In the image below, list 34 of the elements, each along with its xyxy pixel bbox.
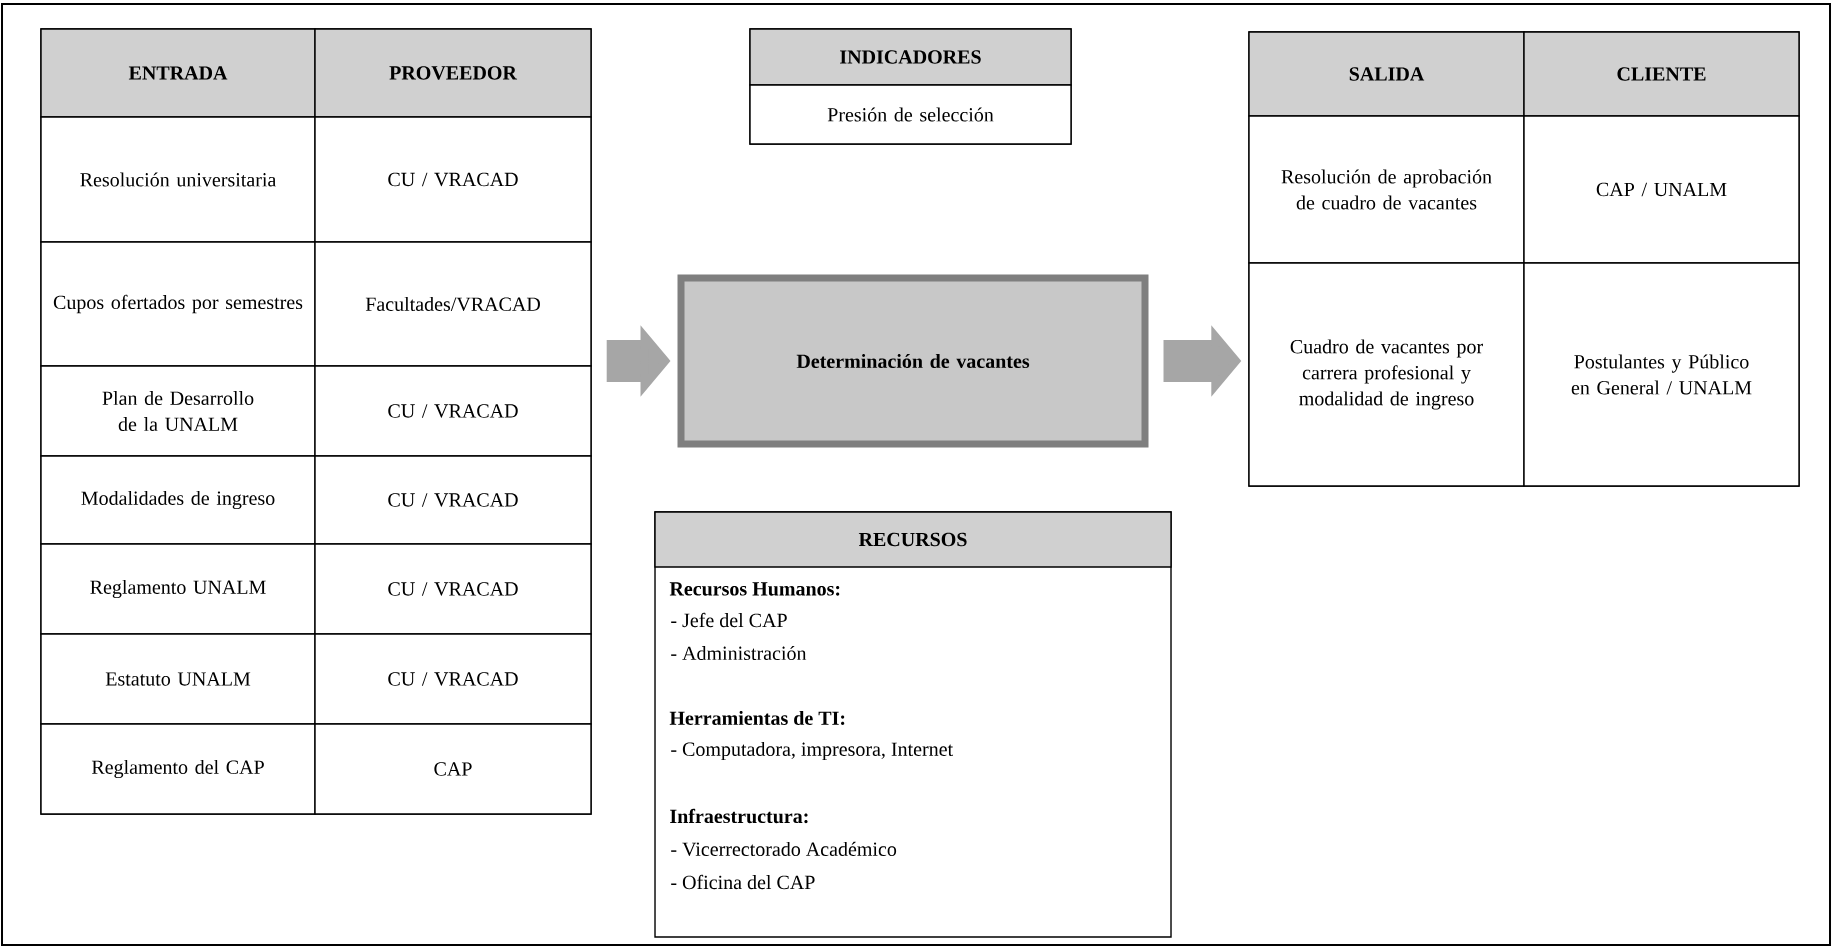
table-header-cell: CLIENTE <box>1523 31 1800 117</box>
list-item: - Administración <box>671 645 807 661</box>
list-item: - Jefe del CAP <box>671 612 787 628</box>
table-cell: Cupos ofertados por semestres <box>40 241 316 367</box>
table-header-cell: ENTRADA <box>40 28 316 118</box>
section-heading: Infraestructura: <box>670 808 808 824</box>
list-item: - Computadora, impresora, Internet <box>671 741 953 761</box>
table-cell: Resolución universitaria <box>40 116 316 243</box>
table-cell: CU / VRACAD <box>314 543 592 635</box>
table-cell: Estatuto UNALM <box>40 633 316 725</box>
table-cell: Plan de Desarrollo de la UNALM <box>40 365 316 457</box>
table-cell: Modalidades de ingreso <box>40 455 316 545</box>
table-cell: Postulantes y Público en General / UNALM <box>1523 262 1800 487</box>
table-cell: Reglamento del CAP <box>40 723 316 815</box>
table-header-cell: PROVEEDOR <box>314 28 592 118</box>
table-cell: CU / VRACAD <box>314 116 592 243</box>
table-cell: Presión de selección <box>749 84 1072 145</box>
table-cell: Facultades/VRACAD <box>314 241 592 367</box>
table-cell: CAP / UNALM <box>1523 115 1800 264</box>
table-cell: Resolución de aprobación de cuadro de vacantes <box>1248 115 1525 264</box>
section-heading: Recursos Humanos: <box>669 582 840 596</box>
list-item: - Vicerrectorado Académico <box>671 841 897 857</box>
table-cell: CU / VRACAD <box>314 455 592 545</box>
table-cell: CAP <box>314 723 592 815</box>
table-cell: CU / VRACAD <box>314 365 592 457</box>
table-header-cell: INDICADORES <box>749 28 1072 86</box>
table-cell: CU / VRACAD <box>314 633 592 725</box>
table-header-cell: RECURSOS <box>654 511 1172 568</box>
table-cell: Cuadro de vacantes por carrera profesional y modalidad de ingreso <box>1248 262 1525 487</box>
process-box: Determinación de vacantes <box>677 274 1149 448</box>
table-cell: Reglamento UNALM <box>40 543 316 635</box>
list-item: - Oficina del CAP <box>671 874 815 890</box>
section-heading: Herramientas de TI: <box>669 710 845 726</box>
table-header-cell: SALIDA <box>1248 31 1525 117</box>
